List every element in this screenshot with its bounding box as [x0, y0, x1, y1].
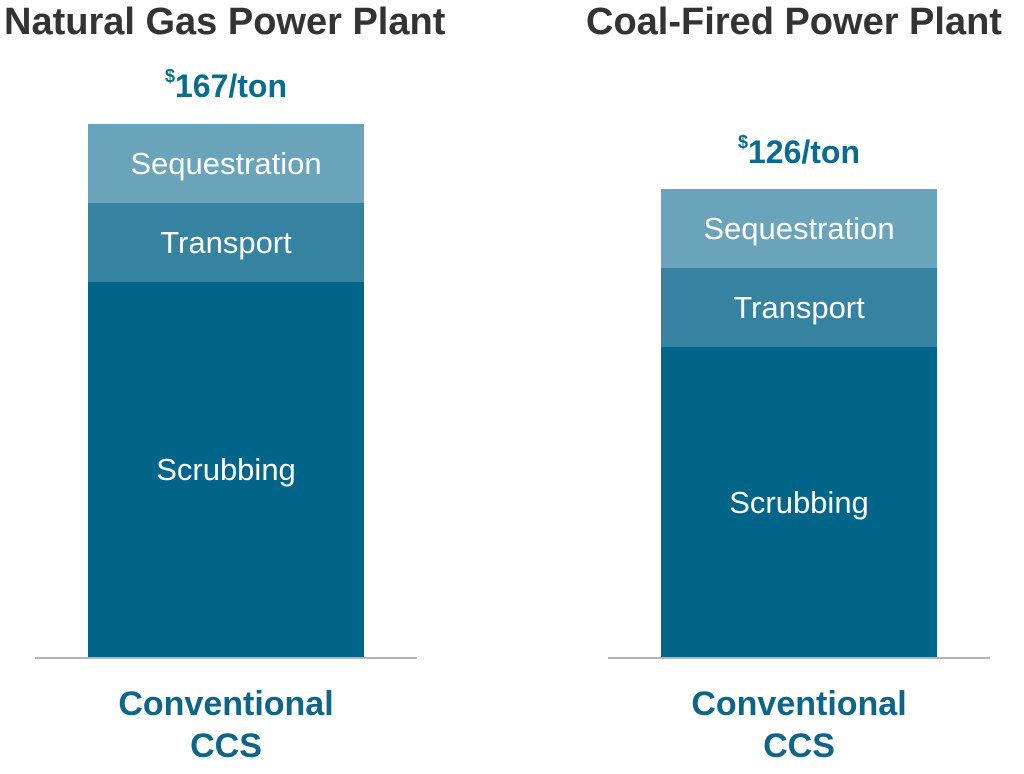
segment-label: Transport	[160, 224, 292, 260]
category-label-natural-gas: Conventional CCS	[60, 683, 392, 767]
segment-transport: Transport	[661, 268, 937, 347]
segment-sequestration: Sequestration	[661, 189, 937, 268]
segment-scrubbing: Scrubbing	[661, 347, 937, 658]
category-line-1: Conventional	[691, 685, 907, 723]
chart-title-natural-gas: Natural Gas Power Plant	[4, 1, 446, 43]
chart-title-coal: Coal-Fired Power Plant	[586, 1, 1002, 43]
category-label-coal: Conventional CCS	[633, 683, 965, 767]
segment-transport: Transport	[88, 203, 364, 282]
segment-label: Scrubbing	[729, 484, 869, 520]
category-line-2: CCS	[763, 727, 835, 765]
x-axis-baseline	[608, 657, 990, 659]
stacked-bar-coal: Sequestration Transport Scrubbing	[661, 189, 937, 658]
segment-scrubbing: Scrubbing	[88, 282, 364, 658]
segment-label: Sequestration	[130, 145, 322, 181]
x-axis-baseline	[35, 657, 417, 659]
total-label-natural-gas: $167/ton	[88, 66, 364, 105]
currency-symbol: $	[164, 66, 175, 86]
total-label-coal: $126/ton	[661, 132, 937, 171]
category-line-2: CCS	[190, 727, 262, 765]
total-value: 167/ton	[174, 68, 288, 104]
category-line-1: Conventional	[118, 685, 334, 723]
total-value: 126/ton	[747, 134, 861, 170]
segment-sequestration: Sequestration	[88, 124, 364, 203]
segment-label: Transport	[733, 289, 865, 325]
segment-label: Scrubbing	[156, 452, 296, 487]
stacked-bar-natural-gas: Sequestration Transport Scrubbing	[88, 124, 364, 658]
currency-symbol: $	[737, 132, 748, 152]
segment-label: Sequestration	[703, 210, 895, 246]
